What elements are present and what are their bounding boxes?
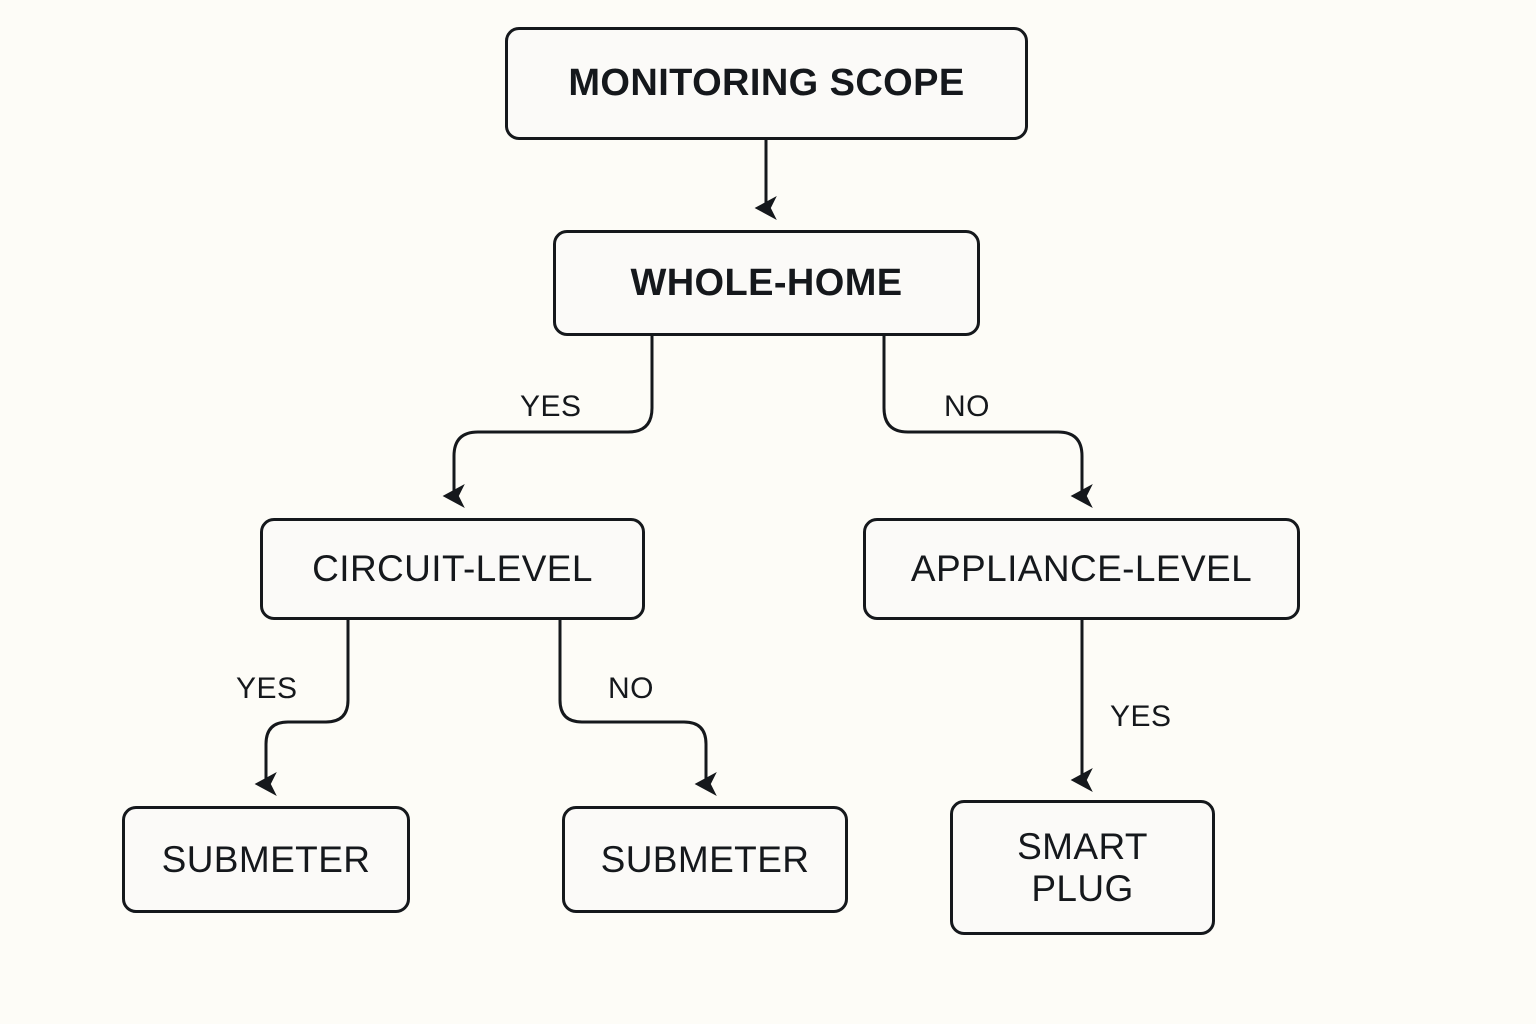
edge-label-whole-home-yes: YES	[520, 390, 582, 423]
node-smart-plug[interactable]: SMART PLUG	[950, 800, 1215, 935]
node-appliance-level[interactable]: APPLIANCE-LEVEL	[863, 518, 1300, 620]
node-submeter-right[interactable]: SUBMETER	[562, 806, 848, 913]
node-whole-home[interactable]: WHOLE-HOME	[553, 230, 980, 336]
node-circuit-level[interactable]: CIRCUIT-LEVEL	[260, 518, 645, 620]
edge-label-whole-home-no: NO	[944, 390, 990, 423]
node-submeter-left[interactable]: SUBMETER	[122, 806, 410, 913]
edge-label-appliance-level-yes: YES	[1110, 700, 1172, 733]
edge-label-circuit-level-yes: YES	[236, 672, 298, 705]
node-monitoring-scope[interactable]: MONITORING SCOPE	[505, 27, 1028, 140]
edge-label-circuit-level-no: NO	[608, 672, 654, 705]
